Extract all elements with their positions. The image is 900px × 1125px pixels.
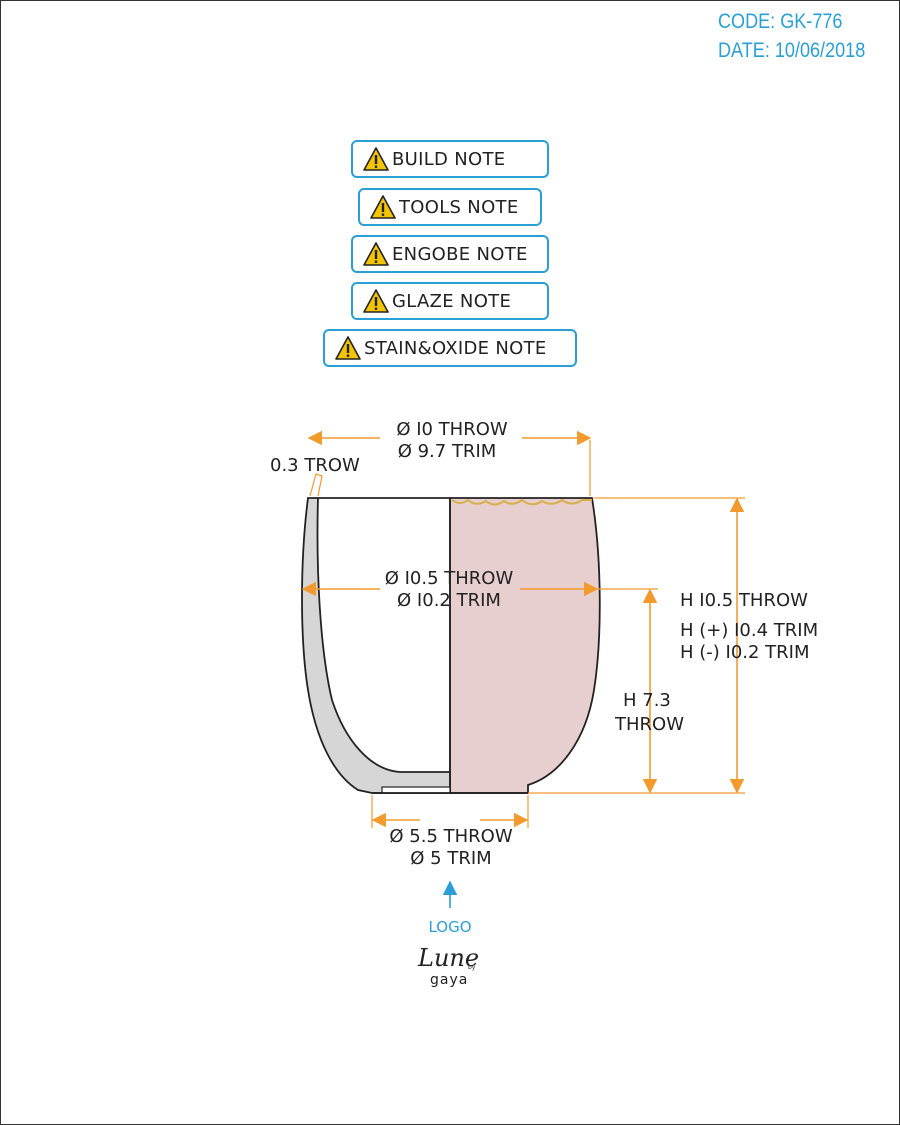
mid-trim-label: Ø I0.2 TRIM — [397, 590, 501, 611]
height-trim-plus-label: H (+) I0.4 TRIM — [680, 620, 818, 641]
brand-logo: Lune by gaya — [417, 944, 479, 988]
glaze-rim-edge — [451, 498, 592, 506]
section-wall — [301, 497, 451, 794]
build-note-button[interactable]: BUILD NOTE — [351, 140, 549, 178]
tools-note-label: TOOLS NOTE — [399, 196, 519, 218]
inner-height-label: H 7.3 — [623, 690, 671, 711]
inner-height-throw-label: THROW — [614, 714, 684, 735]
glaze-note-button[interactable]: GLAZE NOTE — [351, 282, 549, 320]
code-label: CODE: GK-776 — [718, 10, 843, 33]
height-trim-minus-label: H (-) I0.2 TRIM — [680, 642, 810, 663]
base-throw-label: Ø 5.5 THROW — [389, 826, 512, 847]
tools-note-button[interactable]: TOOLS NOTE — [358, 188, 542, 226]
top-throw-label: Ø I0 THROW — [396, 419, 508, 440]
engobe-note-button[interactable]: ENGOBE NOTE — [351, 235, 549, 273]
glaze-note-label: GLAZE NOTE — [392, 290, 512, 312]
warning-icon — [363, 147, 389, 171]
warning-icon — [363, 289, 389, 313]
wall-thickness-marker — [309, 473, 323, 497]
logo-label: LOGO — [428, 918, 471, 936]
brand-script-text: Lune — [417, 944, 479, 972]
brand-name-text: gaya — [430, 972, 468, 988]
mid-throw-label: Ø I0.5 THROW — [385, 568, 514, 589]
top-trim-label: Ø 9.7 TRIM — [398, 441, 497, 462]
height-throw-label: H I0.5 THROW — [680, 590, 808, 611]
build-note-label: BUILD NOTE — [392, 148, 506, 170]
warning-icon — [335, 336, 361, 360]
stain-oxide-note-label: STAIN&OXIDE NOTE — [364, 337, 547, 359]
warning-icon — [363, 242, 389, 266]
glazed-exterior-half — [449, 497, 601, 794]
brand-by-text: by — [468, 964, 476, 971]
warning-icon — [370, 195, 396, 219]
engobe-note-label: ENGOBE NOTE — [392, 243, 528, 265]
stain-oxide-note-button[interactable]: STAIN&OXIDE NOTE — [323, 329, 577, 367]
wall-thickness-label: 0.3 TROW — [270, 455, 360, 476]
base-trim-label: Ø 5 TRIM — [410, 848, 491, 869]
date-label: DATE: 10/06/2018 — [718, 39, 866, 62]
